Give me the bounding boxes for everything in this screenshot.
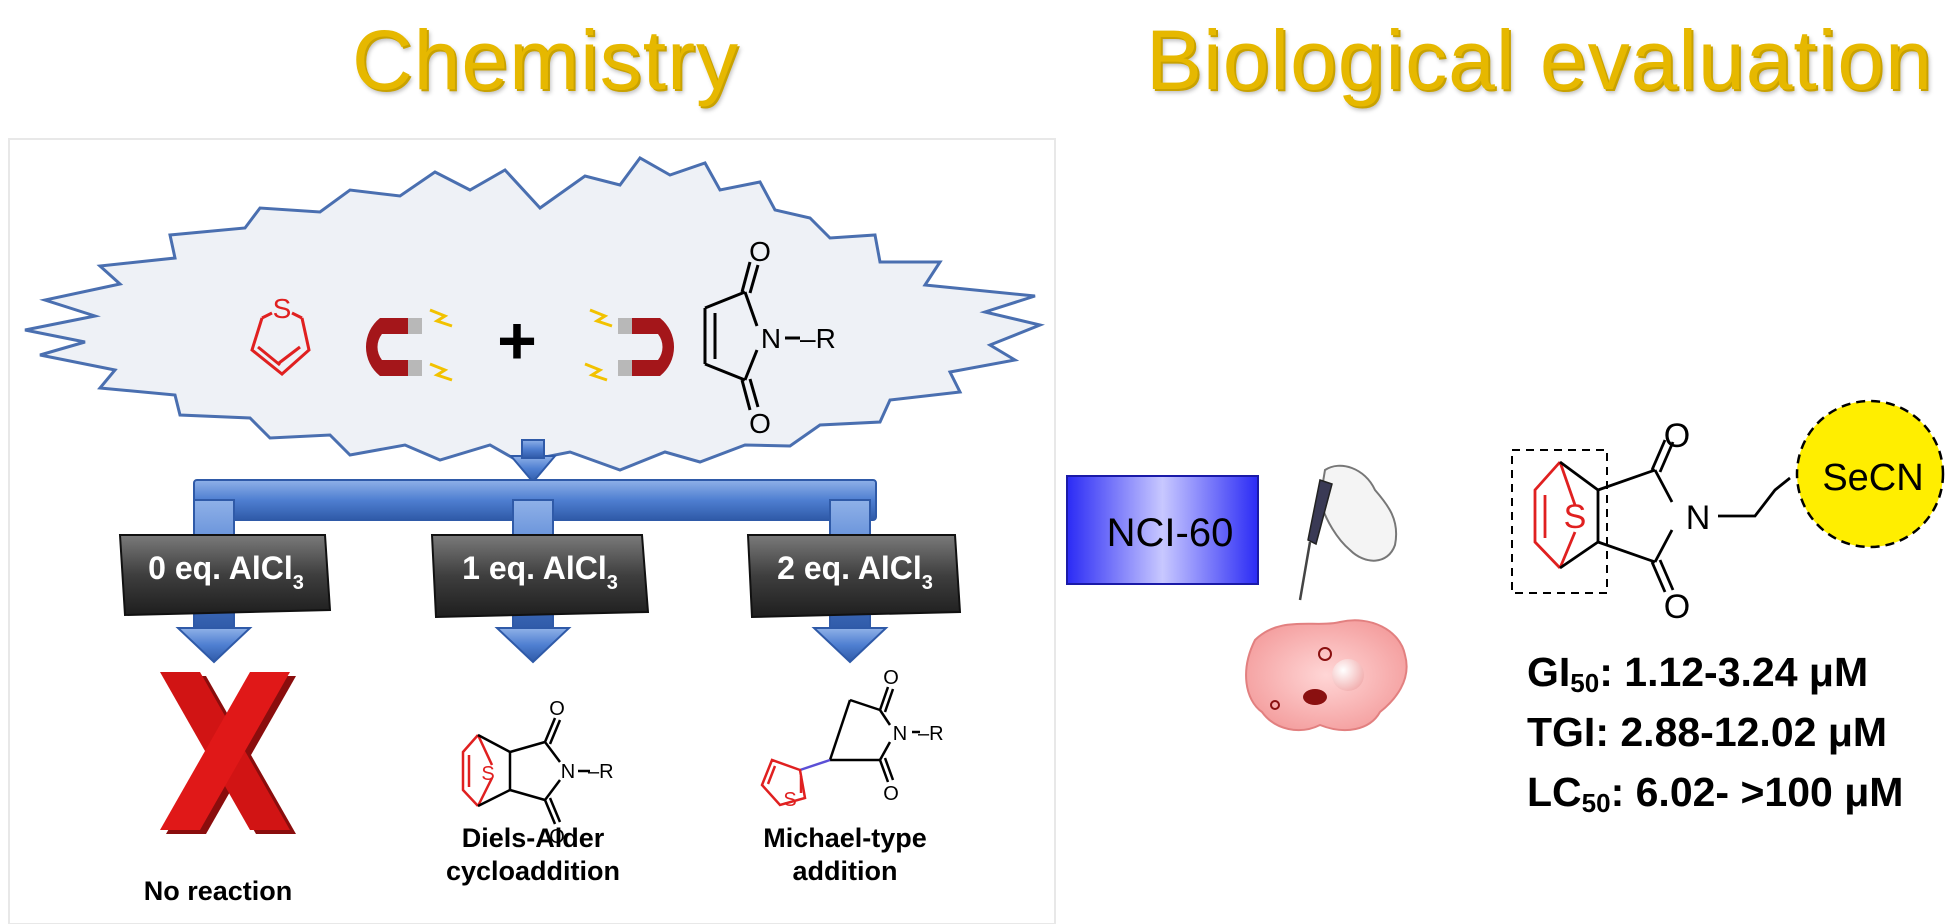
chemistry-heading: Chemistry <box>352 13 740 107</box>
lead-compound-structure <box>1511 439 1791 594</box>
maleimide-r-group: –R <box>800 323 836 354</box>
stat-lc50: LC50: 6.02- >100 μM <box>1527 769 1904 818</box>
svg-text:2 eq. AlCl3: 2 eq. AlCl3 <box>777 550 933 594</box>
selenocyanate-label: SeCN <box>1822 457 1923 499</box>
pipette-hand-icon <box>1298 464 1398 601</box>
mi-oxygen-bottom: O <box>883 783 899 805</box>
outcome-2-label-line1: Michael-type <box>763 823 927 853</box>
lead-nitrogen: N <box>1686 499 1711 537</box>
condition-box-0: 0 eq. AlCl3 <box>118 534 332 617</box>
da-oxygen-bottom: O <box>549 826 565 848</box>
mi-r-group: –R <box>918 723 944 745</box>
condition-box-1: 1 eq. AlCl3 <box>430 534 650 619</box>
stat-gi50: GI50: 1.12-3.24 μM <box>1527 649 1869 698</box>
plus-sign: + <box>497 303 537 379</box>
nci60-label: NCI-60 <box>1107 511 1234 555</box>
right-magnet-icon <box>584 308 675 382</box>
maleimide-oxygen-bottom: O <box>749 408 771 439</box>
thiophene-structure <box>250 311 311 376</box>
condition-0-label: 0 eq. AlCl <box>148 550 293 586</box>
outcome-2-label-line2: addition <box>793 856 898 886</box>
condition-1-label: 1 eq. AlCl <box>462 550 607 586</box>
mi-nitrogen: N <box>893 723 907 745</box>
starburst-background <box>24 156 1045 472</box>
condition-box-2: 2 eq. AlCl3 <box>746 534 962 619</box>
lead-sulfur-label: S <box>1564 498 1587 536</box>
svg-text:0 eq. AlCl3: 0 eq. AlCl3 <box>148 550 304 594</box>
lead-oxygen-bottom: O <box>1664 588 1690 626</box>
condition-1-subscript: 3 <box>607 572 618 594</box>
outcome-0-label: No reaction <box>144 876 293 906</box>
maleimide-nitrogen: N <box>761 323 781 354</box>
maleimide-structure <box>703 261 800 411</box>
stat-tgi: TGI: 2.88-12.02 μM <box>1527 709 1888 755</box>
mi-sulfur-label: S <box>783 789 796 811</box>
svg-text:1 eq. AlCl3: 1 eq. AlCl3 <box>462 550 618 594</box>
da-oxygen-top: O <box>549 698 565 720</box>
thiophene-sulfur-label: S <box>273 293 292 324</box>
condition-2-label: 2 eq. AlCl <box>777 550 922 586</box>
cancer-cell-icon <box>1245 619 1408 732</box>
no-reaction-x-icon <box>160 672 296 834</box>
diels-alder-product-structure <box>461 717 590 825</box>
outcome-1-label-line2: cycloaddition <box>446 856 620 886</box>
da-r-group: –R <box>588 761 614 783</box>
left-magnet-icon <box>365 308 453 382</box>
lead-oxygen-top: O <box>1664 417 1690 455</box>
mi-oxygen-top: O <box>883 667 899 689</box>
biological-evaluation-heading: Biological evaluation <box>1146 13 1933 107</box>
maleimide-oxygen-top: O <box>749 236 771 267</box>
selenocyanate-highlight <box>1795 399 1945 549</box>
michael-product-structure <box>760 686 920 807</box>
outcome-1-label-line1: Diels-Alder <box>462 823 605 853</box>
chemistry-panel-frame <box>8 138 1056 924</box>
condition-0-subscript: 3 <box>293 572 304 594</box>
da-nitrogen: N <box>561 761 575 783</box>
condition-2-subscript: 3 <box>922 572 933 594</box>
nci60-panel: NCI-60 <box>1066 475 1259 585</box>
da-sulfur-label: S <box>481 763 494 785</box>
